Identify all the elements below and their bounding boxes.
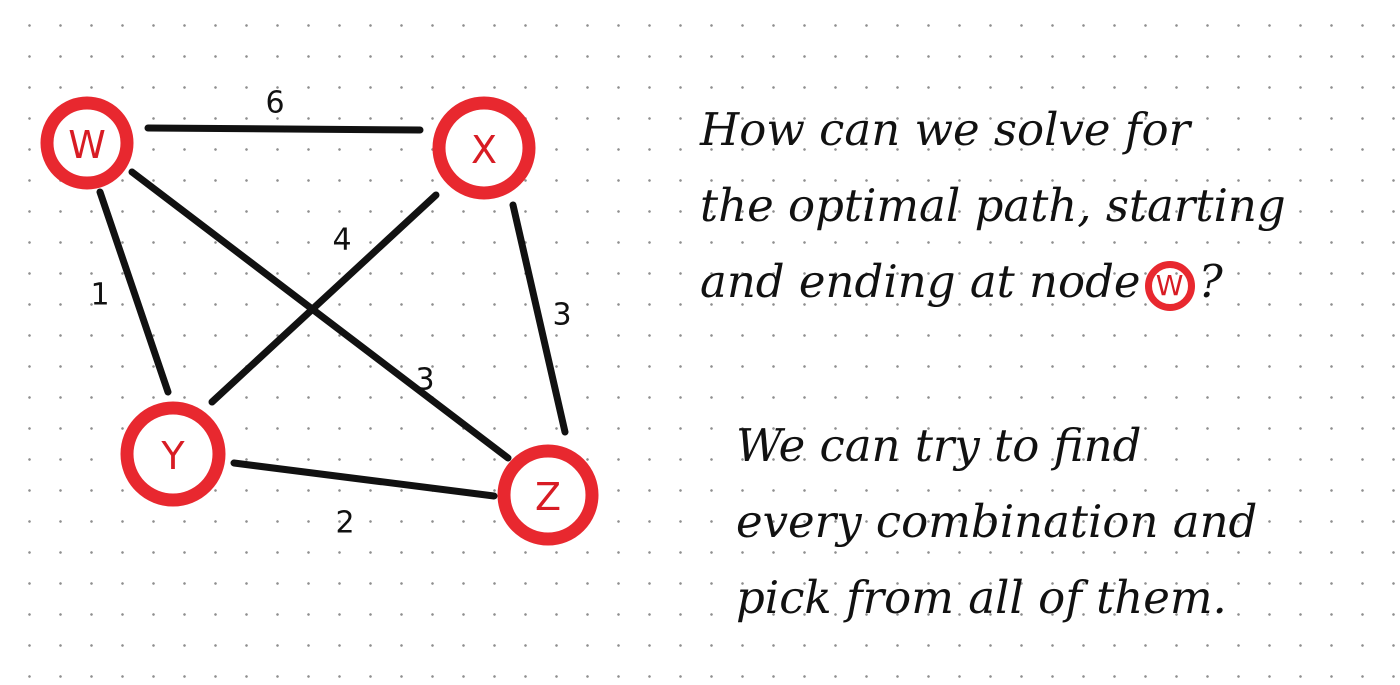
edge-weight-w-x: 6 — [265, 86, 284, 121]
edge-weight-x-y: 4 — [332, 223, 351, 258]
edge-y-z — [230, 459, 498, 500]
question-text: How can we solve for the optimal path, s… — [700, 92, 1286, 320]
question-mark: ? — [1198, 255, 1223, 308]
question-line-3-text: and ending at node — [700, 255, 1141, 308]
node-y: Y — [120, 401, 226, 507]
edge-weight-y-z: 2 — [335, 506, 354, 541]
edge-weight-w-z: 3 — [415, 363, 434, 398]
edge-x-z — [509, 201, 569, 436]
question-line-1: How can we solve for — [700, 103, 1191, 156]
answer-text: We can try to find every combination and… — [736, 408, 1257, 636]
node-z-label: Z — [535, 475, 561, 519]
answer-line-1: We can try to find — [736, 419, 1142, 472]
answer-line-3: pick from all of them. — [736, 571, 1227, 624]
edge-weight-x-z: 3 — [552, 298, 571, 333]
edge-w-x — [144, 124, 424, 134]
node-x-label: X — [471, 128, 497, 172]
node-w-label: W — [68, 123, 106, 167]
answer-line-2: every combination and — [736, 495, 1258, 548]
graph-diagram: 6 1 4 3 3 2 W X Y Z — [40, 86, 599, 546]
node-z: Z — [497, 444, 599, 546]
inline-node-w: W — [1144, 260, 1195, 311]
edge-weight-w-y: 1 — [90, 278, 109, 313]
question-line-2: the optimal path, starting — [700, 179, 1286, 232]
node-x: X — [432, 96, 536, 200]
node-w: W — [40, 96, 134, 190]
edge-w-y — [96, 188, 172, 396]
node-y-label: Y — [160, 434, 185, 478]
edge-x-y — [208, 191, 440, 406]
edge-w-z — [128, 168, 512, 462]
